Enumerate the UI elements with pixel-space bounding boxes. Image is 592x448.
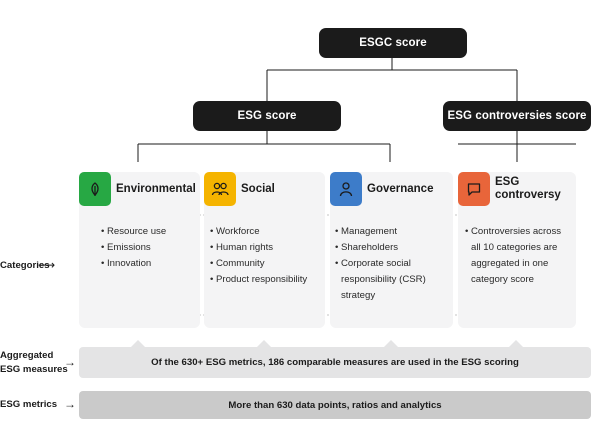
band-notch (384, 340, 398, 347)
category-title: Governance (367, 182, 434, 195)
category-title: ESG controversy (495, 176, 561, 201)
esg-controversies-score-label: ESG controversies score (447, 110, 587, 122)
category-title: Social (241, 182, 275, 195)
category-card-social: Social Workforce Human rights Community … (204, 172, 325, 328)
category-items: Controversies across all 10 categories a… (465, 224, 570, 288)
side-label-metrics: ESG metrics (0, 399, 58, 410)
band-notch (131, 340, 145, 347)
category-items: Resource use Emissions Innovation (101, 224, 194, 272)
category-card-governance: Governance Management Shareholders Corpo… (330, 172, 453, 328)
people-icon (204, 172, 236, 206)
list-item: Human rights (210, 240, 319, 256)
esg-metrics-band: More than 630 data points, ratios and an… (79, 391, 591, 419)
category-card-environmental: Environmental Resource use Emissions Inn… (79, 172, 200, 328)
category-title: Environmental (116, 182, 196, 195)
arrow-right-icon: → (64, 355, 76, 369)
esg-controversies-score-box: ESG controversies score (443, 101, 591, 131)
band-notch (509, 340, 523, 347)
side-label-categories: Categories (0, 260, 50, 271)
list-item: Shareholders (335, 240, 447, 256)
list-item: Controversies across all 10 categories a… (465, 224, 570, 288)
category-items: Workforce Human rights Community Product… (210, 224, 319, 288)
category-items: Management Shareholders Corporate social… (335, 224, 447, 304)
side-label-aggregated: Aggregated ESG measures (0, 350, 68, 375)
aggregated-measures-band: Of the 630+ ESG metrics, 186 comparable … (79, 347, 591, 378)
list-item: Innovation (101, 256, 194, 272)
list-item: Product responsibility (210, 272, 319, 288)
list-item: Community (210, 256, 319, 272)
band-notch (257, 340, 271, 347)
arrow-right-icon: ⟶ (38, 258, 56, 272)
esg-metrics-text: More than 630 data points, ratios and an… (228, 399, 442, 411)
esgc-score-label: ESGC score (359, 37, 427, 49)
person-icon (330, 172, 362, 206)
leaf-icon (79, 172, 111, 206)
esgc-score-box: ESGC score (319, 28, 467, 58)
list-item: Resource use (101, 224, 194, 240)
list-item: Workforce (210, 224, 319, 240)
category-card-esg-controversy: ESG controversy Controversies across all… (458, 172, 576, 328)
aggregated-measures-text: Of the 630+ ESG metrics, 186 comparable … (151, 357, 519, 368)
esg-score-label: ESG score (237, 110, 297, 122)
list-item: Corporate social responsibility (CSR) st… (335, 256, 447, 304)
speech-bubble-icon (458, 172, 490, 206)
list-item: Management (335, 224, 447, 240)
list-item: Emissions (101, 240, 194, 256)
esg-score-box: ESG score (193, 101, 341, 131)
arrow-right-icon: → (64, 397, 76, 411)
